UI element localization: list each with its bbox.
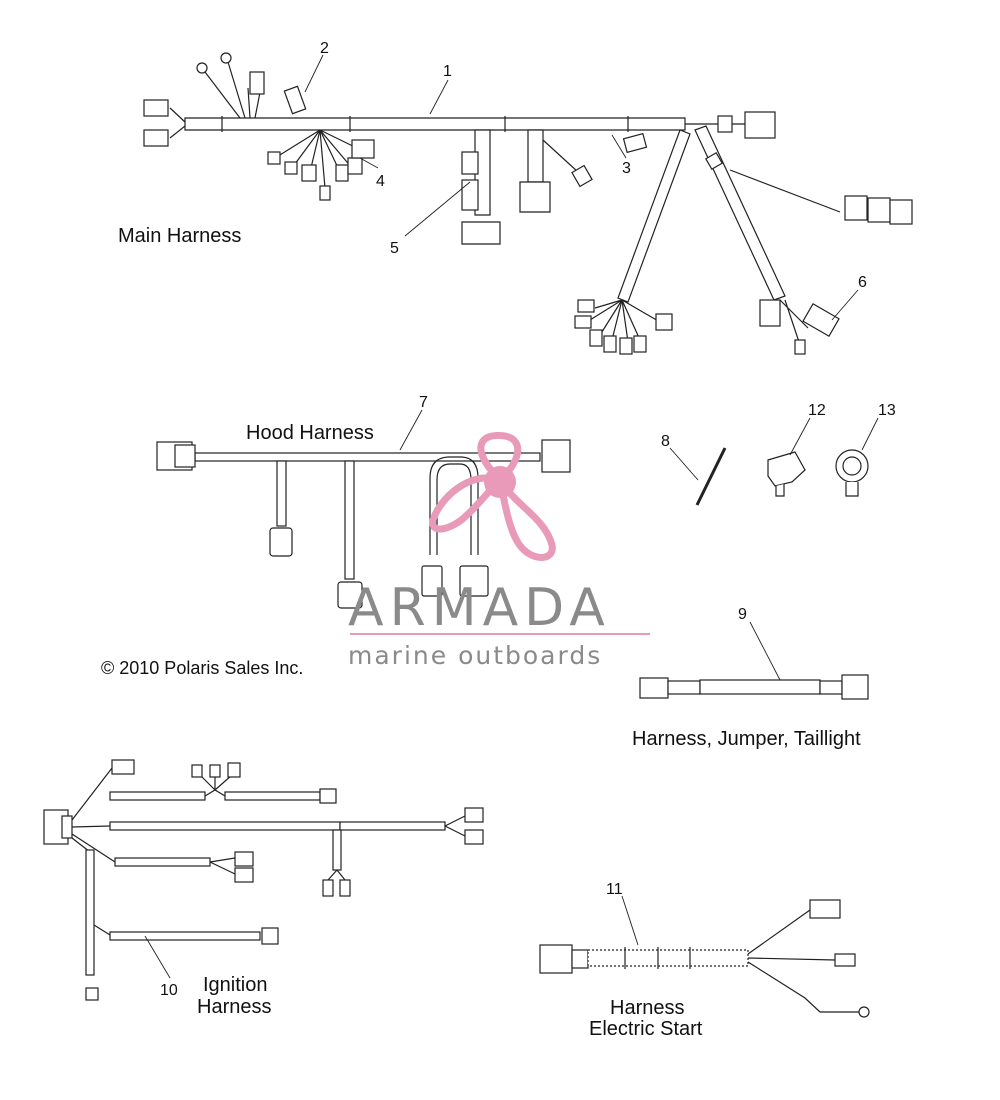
- propeller-hub: [484, 466, 516, 498]
- callout-10: 10: [160, 982, 178, 999]
- connector-left-upper: [143, 99, 169, 117]
- label-hood-harness: Hood Harness: [246, 422, 374, 444]
- label-electric-line1: Harness: [610, 997, 684, 1019]
- main-harness: [143, 52, 913, 355]
- ring-terminal: [220, 52, 232, 64]
- label-jumper-taillight: Harness, Jumper, Taillight: [632, 728, 861, 750]
- callout-2: 2: [320, 40, 329, 57]
- label-ignition-line2: Harness: [197, 996, 271, 1018]
- hood-harness: [156, 439, 571, 609]
- label-electric-line2: Electric Start: [589, 1018, 703, 1040]
- copyright-text: © 2010 Polaris Sales Inc.: [101, 658, 303, 678]
- callout-5: 5: [390, 240, 399, 257]
- callout-7: 7: [419, 394, 428, 411]
- propeller-logo: [429, 431, 556, 561]
- jumper-taillight-harness: [639, 674, 869, 700]
- connector-left-lower: [143, 129, 169, 147]
- ignition-harness: [43, 759, 484, 1001]
- armada-watermark: ARMADA marine outboards: [348, 431, 650, 670]
- electric-start-harness: [539, 899, 870, 1018]
- label-main-harness: Main Harness: [118, 225, 241, 247]
- callout-8: 8: [661, 433, 670, 450]
- callout-3: 3: [622, 160, 631, 177]
- callout-12: 12: [808, 402, 826, 419]
- ring-terminal: [196, 62, 208, 74]
- watermark-brand: ARMADA: [348, 578, 611, 638]
- callout-9: 9: [738, 606, 747, 623]
- callout-11: 11: [606, 881, 623, 898]
- watermark-tagline: marine outboards: [348, 641, 602, 670]
- leader-lines: [144, 54, 879, 979]
- callout-6: 6: [858, 274, 867, 291]
- harness-clip: [767, 451, 806, 487]
- label-ignition-line1: Ignition: [203, 974, 268, 996]
- callout-1: 1: [443, 63, 452, 80]
- callout-4: 4: [376, 173, 385, 190]
- small-parts: [695, 447, 869, 506]
- callout-13: 13: [878, 402, 896, 419]
